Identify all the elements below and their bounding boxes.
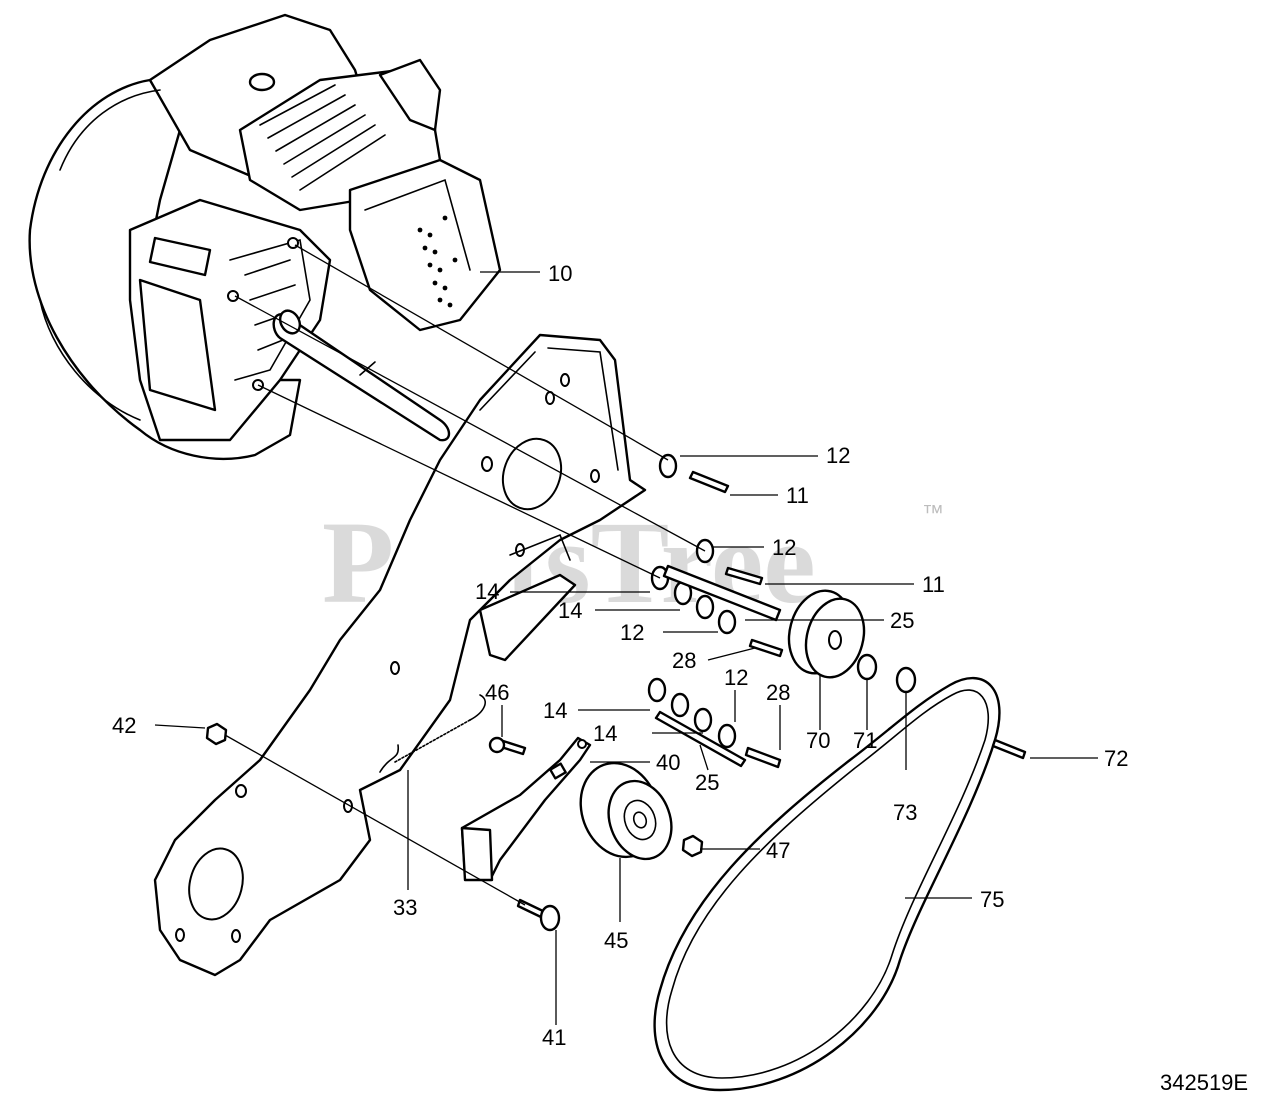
callout-25a: 25	[890, 608, 914, 633]
callout-33: 33	[393, 895, 417, 920]
callout-14d: 14	[593, 721, 617, 746]
callout-14b: 14	[558, 598, 582, 623]
callout-42: 42	[112, 713, 136, 738]
callout-72: 72	[1104, 746, 1128, 771]
belt-part-75	[653, 676, 1001, 1092]
idler-arm-part-40	[460, 736, 592, 882]
callout-12b: 12	[772, 535, 796, 560]
callout-45: 45	[604, 928, 628, 953]
callout-46: 46	[485, 680, 509, 705]
callout-47: 47	[766, 838, 790, 863]
callout-11a: 11	[786, 483, 809, 508]
engine-assembly	[28, 13, 502, 461]
callout-25b: 25	[695, 770, 719, 795]
mount-plate	[153, 333, 647, 977]
callout-14a: 14	[475, 579, 499, 604]
callout-71: 71	[853, 728, 877, 753]
callout-28b: 28	[766, 680, 790, 705]
spring-part-33	[379, 694, 486, 773]
callout-75: 75	[980, 887, 1004, 912]
leader-lines	[154, 244, 1098, 1025]
callout-10: 10	[548, 261, 572, 286]
air-cleaner-vents	[417, 215, 458, 308]
callout-73: 73	[893, 800, 917, 825]
engine-pulley-part-70	[787, 589, 866, 679]
callout-11b: 11	[922, 572, 945, 597]
callout-28a: 28	[672, 648, 696, 673]
callout-40: 40	[656, 750, 680, 775]
callout-41: 41	[542, 1025, 566, 1050]
watermark-tm: ™	[922, 500, 944, 525]
callout-12d: 12	[724, 665, 748, 690]
idler-pulley-part-45	[579, 761, 673, 861]
callout-12a: 12	[826, 443, 850, 468]
callout-70: 70	[806, 728, 830, 753]
figure-id: 342519E	[1160, 1070, 1248, 1095]
callout-14c: 14	[543, 698, 567, 723]
callout-12c: 12	[620, 620, 644, 645]
callout-labels: 10 12 11 12 11 14 14 25 12 28 46 12 28 1…	[112, 261, 1128, 1050]
belt-inner	[665, 689, 990, 1079]
